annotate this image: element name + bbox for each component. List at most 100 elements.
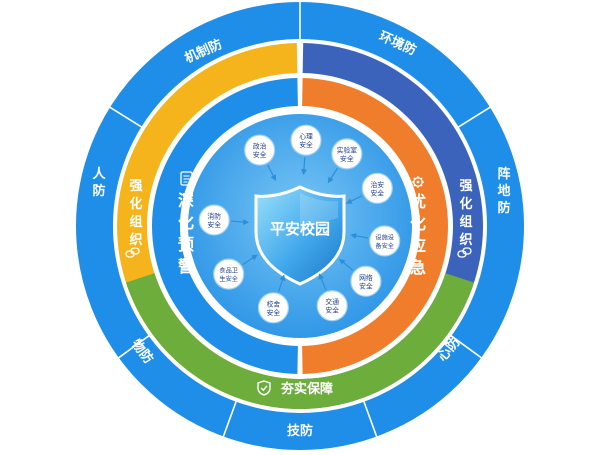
inner-item-circle bbox=[244, 134, 276, 166]
label-char: 防 bbox=[497, 200, 510, 216]
inner-arrow bbox=[278, 274, 286, 292]
inner-arrows bbox=[231, 157, 369, 292]
inner-item-label: 安全 bbox=[299, 140, 313, 149]
inner-item-label: 实验室 bbox=[337, 145, 358, 154]
inner-item-circle bbox=[290, 124, 322, 156]
document-icon bbox=[180, 171, 193, 186]
outer-ring-bottom-label: 夯实保障 bbox=[280, 381, 333, 397]
inner-item-label: 安全 bbox=[359, 281, 373, 290]
inner-item-circle bbox=[316, 290, 348, 322]
ring-separator bbox=[108, 106, 143, 129]
inner-item-label: 安全 bbox=[370, 188, 384, 197]
inner-items: 政治安全心理安全实验室安全治安安全设施设备安全网络安全交通安全校舍安全食品卫生安… bbox=[198, 124, 401, 324]
label-char: 预 bbox=[178, 235, 194, 254]
shield-check-icon bbox=[257, 380, 271, 396]
label-char: 组 bbox=[129, 214, 142, 230]
outer-ring-bottom-label-group: 夯实保障 bbox=[257, 380, 333, 397]
center-title: 平安校园 bbox=[270, 220, 330, 238]
shield: 平安校园 bbox=[254, 185, 346, 286]
inner-item-label: 校舍 bbox=[267, 299, 281, 308]
label-char: 织 bbox=[129, 232, 142, 248]
inner-item-label: 心理 bbox=[299, 133, 313, 141]
inner-item-label: 安全 bbox=[325, 306, 339, 315]
inner-item-circle bbox=[257, 292, 290, 324]
inner-item-circle bbox=[369, 225, 401, 257]
shield-highlight bbox=[300, 193, 338, 232]
label-char: 优 bbox=[410, 192, 426, 211]
inner-item-circle bbox=[361, 172, 393, 204]
link-icon bbox=[125, 247, 140, 258]
inner-item-label: 备安全 bbox=[375, 242, 394, 250]
label-char: 织 bbox=[459, 232, 472, 248]
inner-item-label: 安全 bbox=[253, 150, 267, 159]
inner-item-label: 政治 bbox=[253, 142, 267, 151]
label-char: 强 bbox=[459, 179, 472, 194]
inner-item-circle bbox=[213, 258, 245, 290]
inner-arrow bbox=[267, 164, 277, 181]
label-char: 化 bbox=[410, 214, 426, 233]
label-char: 应 bbox=[410, 236, 426, 255]
inner-item-label: 安全 bbox=[207, 220, 221, 229]
label-char: 组 bbox=[459, 214, 472, 230]
ring-separator bbox=[362, 400, 378, 438]
gear-icon bbox=[412, 176, 424, 188]
outermost-ring bbox=[76, 1, 524, 450]
ring-separator bbox=[117, 334, 150, 359]
inner-item-label: 安全 bbox=[340, 154, 354, 163]
inner-item-label: 安全 bbox=[267, 308, 281, 317]
inner-item-label: 交通 bbox=[325, 297, 339, 306]
inner-item-circle bbox=[350, 265, 382, 297]
ring-separator bbox=[457, 106, 492, 129]
shield-icon bbox=[254, 185, 346, 286]
inner-arrow bbox=[339, 258, 354, 271]
inner-arrow bbox=[300, 157, 307, 176]
label-char: 警 bbox=[177, 257, 194, 276]
inner-item-label: 消防 bbox=[207, 212, 221, 221]
ring-separator bbox=[450, 334, 483, 359]
inner-arrow bbox=[318, 273, 327, 291]
link-icon bbox=[457, 247, 472, 258]
inner-item-label: 食品卫 bbox=[219, 267, 238, 275]
middle-ring-left-segment bbox=[152, 78, 298, 374]
inner-item-label: 生安全 bbox=[219, 275, 238, 283]
label-char: 强 bbox=[129, 179, 142, 194]
inner-arrow bbox=[345, 195, 363, 204]
label-char: 化 bbox=[129, 196, 142, 212]
label-char: 人 bbox=[92, 166, 106, 182]
label-char: 地 bbox=[497, 183, 510, 199]
inner-arrow bbox=[350, 232, 369, 239]
inner-item-label: 治安 bbox=[370, 180, 384, 189]
inner-arrow bbox=[242, 254, 258, 266]
label-char: 化 bbox=[459, 196, 472, 212]
label-char: 急 bbox=[410, 258, 426, 277]
ring-separator bbox=[222, 400, 238, 438]
inner-item-circle bbox=[331, 138, 363, 170]
label-char: 深 bbox=[178, 191, 194, 210]
inner-item-label: 网络 bbox=[359, 273, 373, 282]
inner-arrow bbox=[231, 219, 250, 226]
label-char: 防 bbox=[92, 183, 105, 199]
inner-item-label: 设施设 bbox=[375, 233, 394, 241]
label-char: 化 bbox=[178, 213, 194, 232]
outer-ring-bottom-segment bbox=[125, 273, 475, 409]
middle-ring-right-segment bbox=[302, 78, 448, 374]
inner-arrow bbox=[327, 167, 339, 184]
